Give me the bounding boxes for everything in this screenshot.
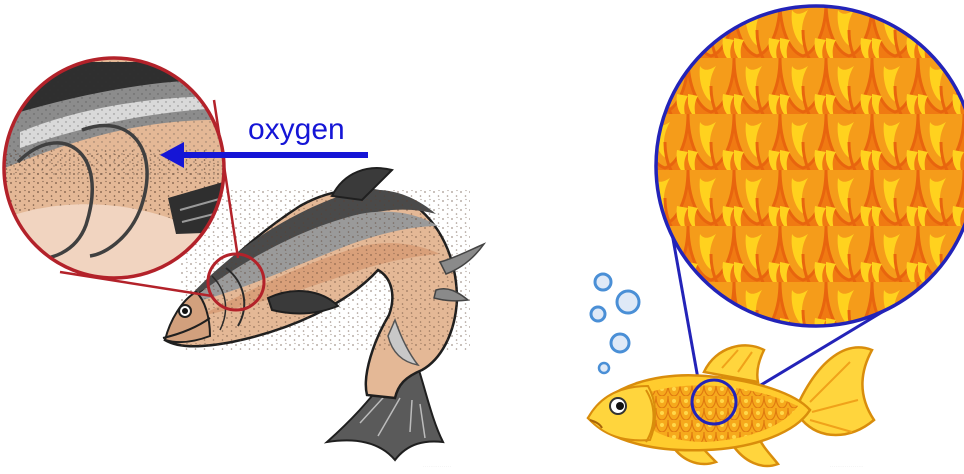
bubble-group: [591, 274, 639, 373]
salmon-diagram: oxygen · · · · · · · · · · · · · · ·: [0, 0, 500, 474]
bubble-icon: [595, 274, 611, 290]
goldfish-svg: [500, 0, 964, 474]
bubble-icon: [617, 291, 639, 313]
credit-mark-left: · · · · · · · · · · · · · · ·: [423, 464, 451, 468]
bubble-icon: [599, 363, 609, 373]
bubble-icon: [611, 334, 629, 352]
scale-magnifier: [650, 0, 964, 330]
credit-mark-right: · · · · · · · · · · · · · · · · · ·: [830, 464, 863, 468]
bubble-icon: [591, 307, 605, 321]
goldfish-icon: [588, 345, 874, 466]
oxygen-label: oxygen: [248, 113, 345, 146]
salmon-svg: oxygen: [0, 0, 500, 474]
goldfish-diagram: · · · · · · · · · · · · · · · · · ·: [500, 0, 964, 474]
